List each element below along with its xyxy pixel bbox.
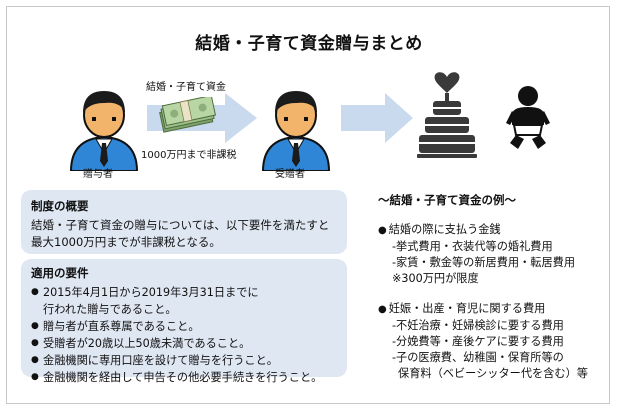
example-group-title: 結婚の際に支払う金銭 bbox=[378, 222, 610, 239]
requirement-item: 金融機関に専用口座を設けて贈与を行うこと。 bbox=[31, 352, 337, 369]
example-group-title: 妊娠・出産・育児に関する費用 bbox=[378, 301, 610, 318]
example-line: -子の医療費、幼稚園・保育所等の bbox=[392, 351, 564, 364]
giver-label: 贈与者 bbox=[83, 169, 113, 180]
receiver-person-icon bbox=[261, 91, 331, 171]
example-line: 保育料（ベビーシッター代を含む）等 bbox=[398, 367, 588, 380]
money-stack-icon bbox=[159, 97, 217, 133]
requirement-item: 贈与者が直系尊属であること。 bbox=[31, 318, 337, 335]
arrow-bottom-label: 1000万円まで非課税 bbox=[141, 150, 237, 161]
wedding-cake-icon bbox=[417, 72, 477, 158]
page-title: 結婚・子育て資金贈与まとめ bbox=[195, 34, 423, 54]
receiver-label: 受贈者 bbox=[275, 169, 305, 180]
requirements-list: 2015年4月1日から2019年3月31日までに 行われた贈与であること。 贈与… bbox=[31, 284, 337, 386]
requirement-item: 2015年4月1日から2019年3月31日までに 行われた贈与であること。 bbox=[31, 284, 337, 318]
examples-heading: ～結婚・子育て資金の例～ bbox=[378, 193, 516, 207]
arrow-top-label: 結婚・子育て資金 bbox=[146, 82, 226, 93]
requirements-heading: 適用の要件 bbox=[31, 266, 89, 280]
example-line: -家賃・敷金等の新居費用・転居費用 bbox=[392, 256, 576, 269]
giver-person-icon bbox=[69, 91, 139, 171]
slide-frame: 結婚・子育て資金贈与まとめ 贈与者 結婚・子育て資金 1000万円まで非課税 bbox=[6, 6, 610, 404]
overview-panel: 制度の概要 結婚・子育て資金の贈与については、以下要件を満たすと 最大1000万… bbox=[21, 190, 347, 254]
outcome-arrow-icon bbox=[341, 93, 413, 143]
example-line: -分娩費等・産後ケアに要する費用 bbox=[392, 335, 564, 348]
requirement-item: 金融機関を経由して申告その他必要手続きを行うこと。 bbox=[31, 369, 337, 386]
requirements-panel: 適用の要件 2015年4月1日から2019年3月31日までに 行われた贈与である… bbox=[21, 259, 347, 386]
baby-icon bbox=[506, 86, 550, 149]
example-group-childcare: 妊娠・出産・育児に関する費用 -不妊治療・妊婦検診に要する費用 -分娩費等・産後… bbox=[378, 301, 610, 382]
requirement-item-continuation: 行われた贈与であること。 bbox=[43, 303, 177, 316]
example-group-marriage: 結婚の際に支払う金銭 -挙式費用・衣装代等の婚礼費用 -家賃・敷金等の新居費用・… bbox=[378, 222, 610, 287]
overview-heading: 制度の概要 bbox=[31, 199, 89, 213]
overview-line-2: 最大1000万円までが非課税となる。 bbox=[31, 235, 221, 249]
requirement-item: 受贈者が20歳以上50歳未満であること。 bbox=[31, 335, 337, 352]
example-line: ※300万円が限度 bbox=[392, 272, 479, 285]
overview-line-1: 結婚・子育て資金の贈与については、以下要件を満たすと bbox=[31, 218, 330, 232]
example-line: -不妊治療・妊婦検診に要する費用 bbox=[392, 319, 564, 332]
examples-section: ～結婚・子育て資金の例～ 結婚の際に支払う金銭 -挙式費用・衣装代等の婚礼費用 … bbox=[378, 192, 610, 392]
example-line: -挙式費用・衣装代等の婚礼費用 bbox=[392, 240, 553, 253]
